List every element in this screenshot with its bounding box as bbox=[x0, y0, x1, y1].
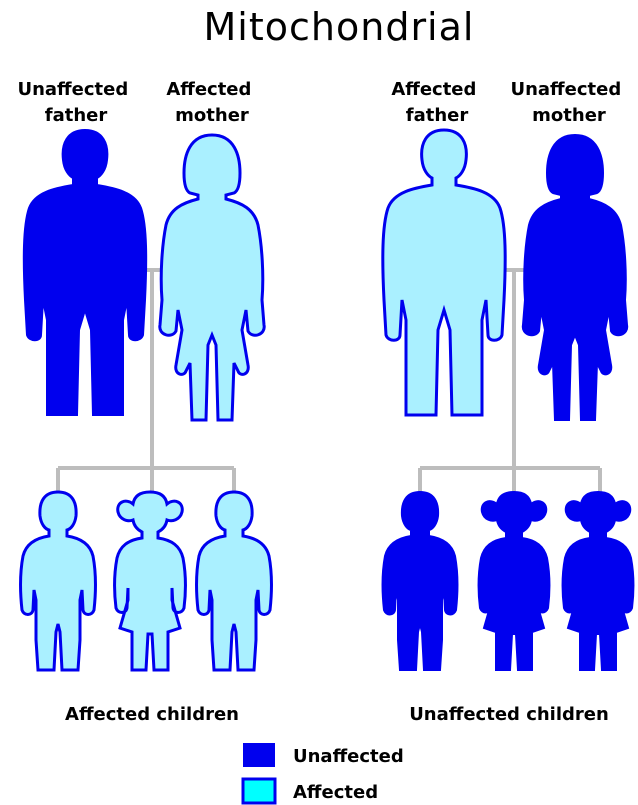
right-child-3-figure bbox=[563, 492, 634, 670]
right-mother-figure bbox=[523, 135, 627, 420]
legend-unaffected-label: Unaffected bbox=[293, 746, 404, 767]
left-mother-label: Affected mother bbox=[166, 79, 257, 126]
left-father-figure bbox=[24, 130, 146, 415]
legend-affected-swatch bbox=[243, 779, 275, 803]
left-family: Unaffected father Affected mother Affect… bbox=[17, 79, 271, 725]
left-child-3-figure bbox=[197, 492, 272, 670]
left-child-1-figure bbox=[21, 492, 96, 670]
legend-unaffected-swatch bbox=[243, 743, 275, 767]
right-father-figure bbox=[383, 130, 505, 415]
left-father-label: Unaffected father bbox=[17, 79, 134, 126]
right-mother-label: Unaffected mother bbox=[510, 79, 627, 126]
left-children-label: Affected children bbox=[65, 704, 239, 725]
diagram-title: Mitochondrial bbox=[204, 5, 475, 49]
left-mother-figure bbox=[160, 135, 264, 420]
right-child-2-figure bbox=[479, 492, 550, 670]
left-child-2-figure bbox=[115, 492, 186, 670]
right-father-label: Affected father bbox=[391, 79, 482, 126]
legend-affected-label: Affected bbox=[293, 782, 378, 803]
right-family: Affected father Unaffected mother Unaffe… bbox=[383, 79, 634, 725]
right-children-label: Unaffected children bbox=[409, 704, 609, 725]
right-child-1-figure bbox=[383, 492, 458, 670]
legend: Unaffected Affected bbox=[243, 743, 404, 803]
